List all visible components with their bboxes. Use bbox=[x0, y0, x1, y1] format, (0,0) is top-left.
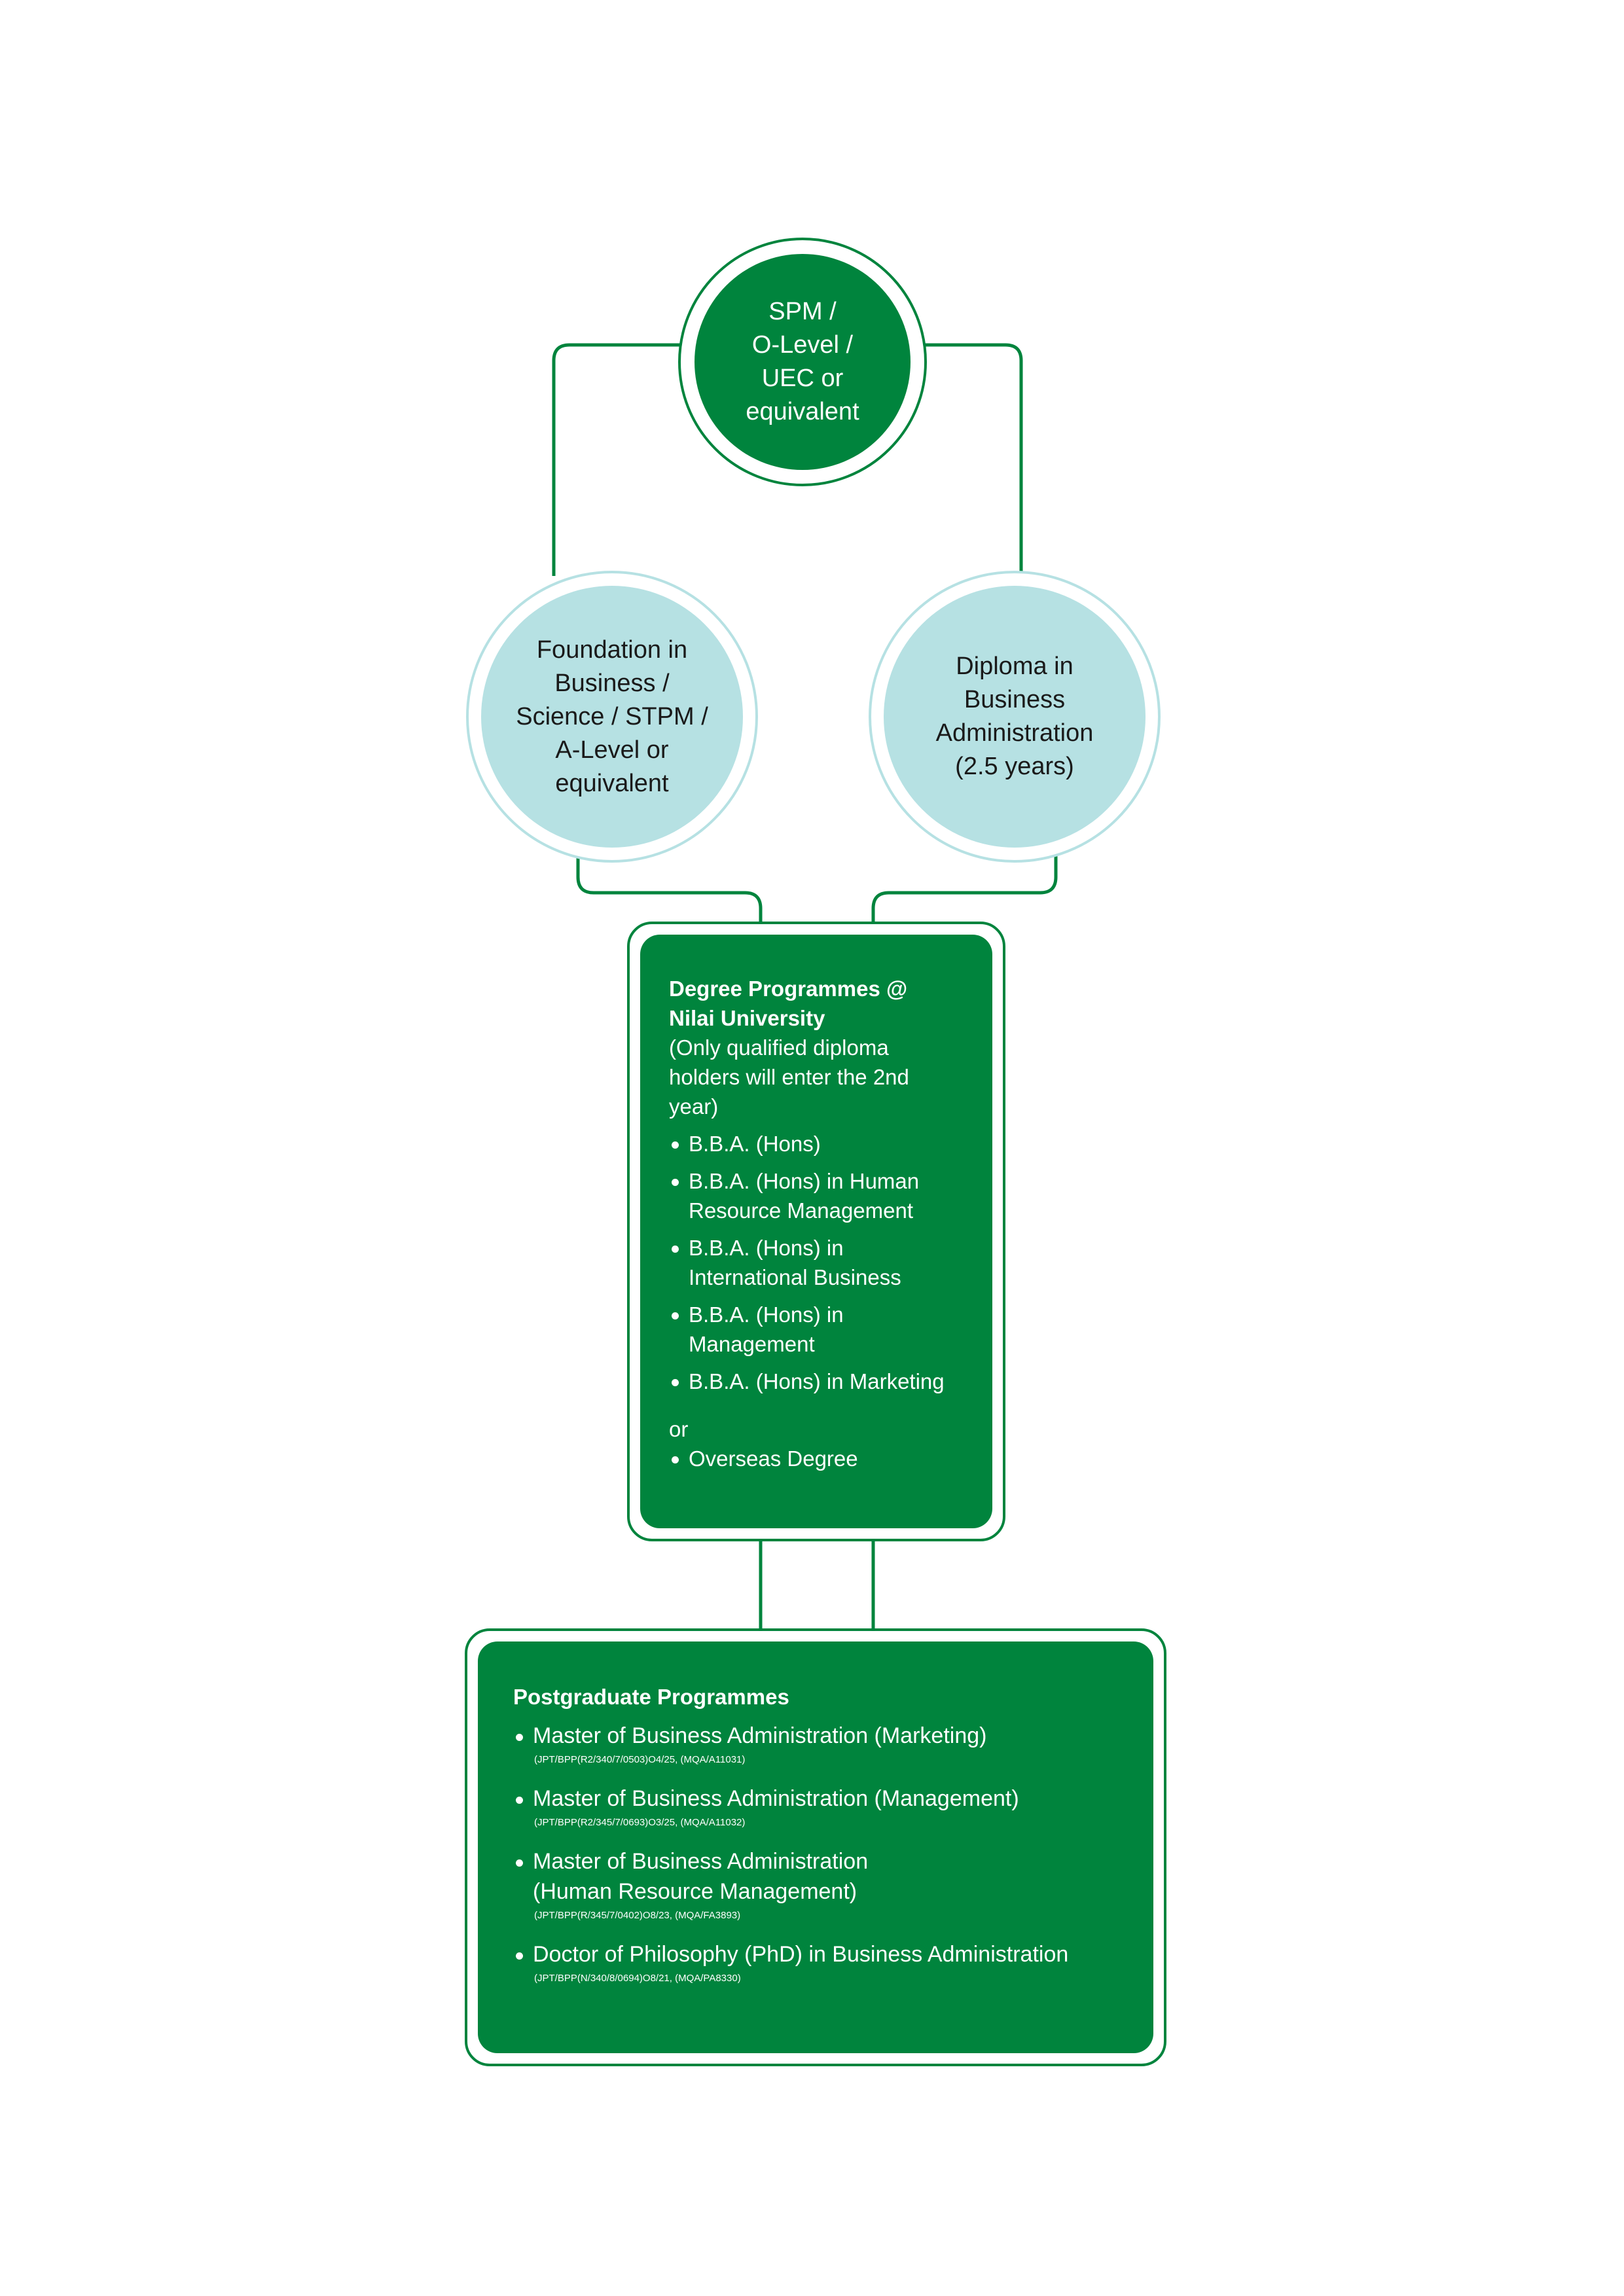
diploma-line: Diploma in bbox=[956, 653, 1074, 680]
connector-foundation-to-degree bbox=[576, 838, 763, 935]
degree-programme-list: B.B.A. (Hons) B.B.A. (Hons) in Human Res… bbox=[669, 1129, 977, 1396]
degree-title: Degree Programmes @ Nilai University bbox=[669, 974, 977, 1033]
diploma-line: (2.5 years) bbox=[955, 753, 1074, 780]
foundation-line: Foundation in bbox=[536, 636, 688, 664]
entry-text: SPM / O-Level / UEC or equivalent bbox=[746, 295, 859, 429]
connector-entry-to-diploma bbox=[916, 343, 1023, 576]
entry-line: UEC or bbox=[761, 365, 844, 392]
programme-code: (JPT/BPP(R/345/7/0402)O8/23, (MQA/FA3893… bbox=[534, 1910, 741, 1921]
list-item: Master of Business Administration (Human… bbox=[513, 1846, 1138, 1925]
list-item: B.B.A. (Hons) in Marketing bbox=[669, 1367, 977, 1396]
programme-line: International Business bbox=[689, 1265, 901, 1289]
foundation-circle: Foundation in Business / Science / STPM … bbox=[481, 586, 743, 848]
alternative-line: Overseas Degree bbox=[689, 1446, 858, 1471]
entry-line: equivalent bbox=[746, 398, 859, 425]
programme-line: B.B.A. (Hons) bbox=[689, 1132, 821, 1156]
foundation-line: Business / bbox=[554, 669, 670, 697]
programme-name: Master of Business Administration bbox=[533, 1849, 869, 1874]
degree-note-line: (Only qualified diploma bbox=[669, 1035, 889, 1060]
programme-line: B.B.A. (Hons) in Human bbox=[689, 1169, 920, 1193]
degree-title-line: Nilai University bbox=[669, 1006, 825, 1030]
degree-note: (Only qualified diploma holders will ent… bbox=[669, 1033, 977, 1121]
programme-line: Resource Management bbox=[689, 1198, 914, 1223]
foundation-line: equivalent bbox=[555, 769, 669, 797]
foundation-line: Science / STPM / bbox=[516, 702, 708, 730]
postgrad-panel: Postgraduate Programmes Master of Busine… bbox=[478, 1641, 1153, 2053]
programme-name: Doctor of Philosophy (PhD) in Business A… bbox=[533, 1942, 1069, 1967]
programme-line: Management bbox=[689, 1332, 815, 1356]
foundation-text: Foundation in Business / Science / STPM … bbox=[516, 634, 708, 800]
list-item: Overseas Degree bbox=[669, 1444, 977, 1473]
programme-line: B.B.A. (Hons) in Marketing bbox=[689, 1369, 945, 1393]
degree-note-line: year) bbox=[669, 1094, 719, 1119]
degree-note-line: holders will enter the 2nd bbox=[669, 1065, 909, 1089]
degree-panel: Degree Programmes @ Nilai University (On… bbox=[640, 935, 992, 1528]
programme-name: (Human Resource Management) bbox=[533, 1879, 857, 1904]
entry-line: O-Level / bbox=[751, 331, 854, 359]
degree-alternative-list: Overseas Degree bbox=[669, 1444, 977, 1473]
foundation-line: A-Level or bbox=[555, 736, 669, 764]
postgrad-programme-list: Master of Business Administration (Marke… bbox=[513, 1721, 1138, 1988]
diploma-circle: Diploma in Business Administration (2.5 … bbox=[884, 586, 1146, 848]
diploma-line: Administration bbox=[935, 719, 1094, 747]
list-item: B.B.A. (Hons) in Management bbox=[669, 1300, 977, 1359]
entry-line: SPM / bbox=[768, 298, 837, 325]
list-item: Master of Business Administration (Manag… bbox=[513, 1784, 1138, 1832]
diploma-line: Business bbox=[964, 686, 1066, 713]
programme-code: (JPT/BPP(R2/345/7/0693)O3/25, (MQA/A1103… bbox=[534, 1817, 746, 1828]
programme-name: Master of Business Administration (Manag… bbox=[533, 1786, 1019, 1811]
list-item: B.B.A. (Hons) bbox=[669, 1129, 977, 1158]
list-item: Doctor of Philosophy (PhD) in Business A… bbox=[513, 1939, 1138, 1988]
programme-code: (JPT/BPP(R2/340/7/0503)O4/25, (MQA/A1103… bbox=[534, 1754, 746, 1765]
connector-diploma-to-degree bbox=[871, 838, 1058, 935]
diploma-text: Diploma in Business Administration (2.5 … bbox=[936, 650, 1094, 783]
postgrad-title: Postgraduate Programmes bbox=[513, 1685, 789, 1709]
list-item: B.B.A. (Hons) in International Business bbox=[669, 1233, 977, 1292]
entry-circle: SPM / O-Level / UEC or equivalent bbox=[695, 254, 911, 470]
programme-code: (JPT/BPP(N/340/8/0694)O8/21, (MQA/PA8330… bbox=[534, 1973, 741, 1984]
connector-entry-to-foundation bbox=[552, 343, 681, 576]
list-item: Master of Business Administration (Marke… bbox=[513, 1721, 1138, 1769]
programme-name: Master of Business Administration (Marke… bbox=[533, 1723, 987, 1748]
programme-line: B.B.A. (Hons) in bbox=[689, 1236, 844, 1260]
list-item: B.B.A. (Hons) in Human Resource Manageme… bbox=[669, 1166, 977, 1225]
degree-title-line: Degree Programmes @ bbox=[669, 977, 908, 1001]
programme-line: B.B.A. (Hons) in bbox=[689, 1302, 844, 1327]
degree-or-label: or bbox=[669, 1417, 689, 1441]
